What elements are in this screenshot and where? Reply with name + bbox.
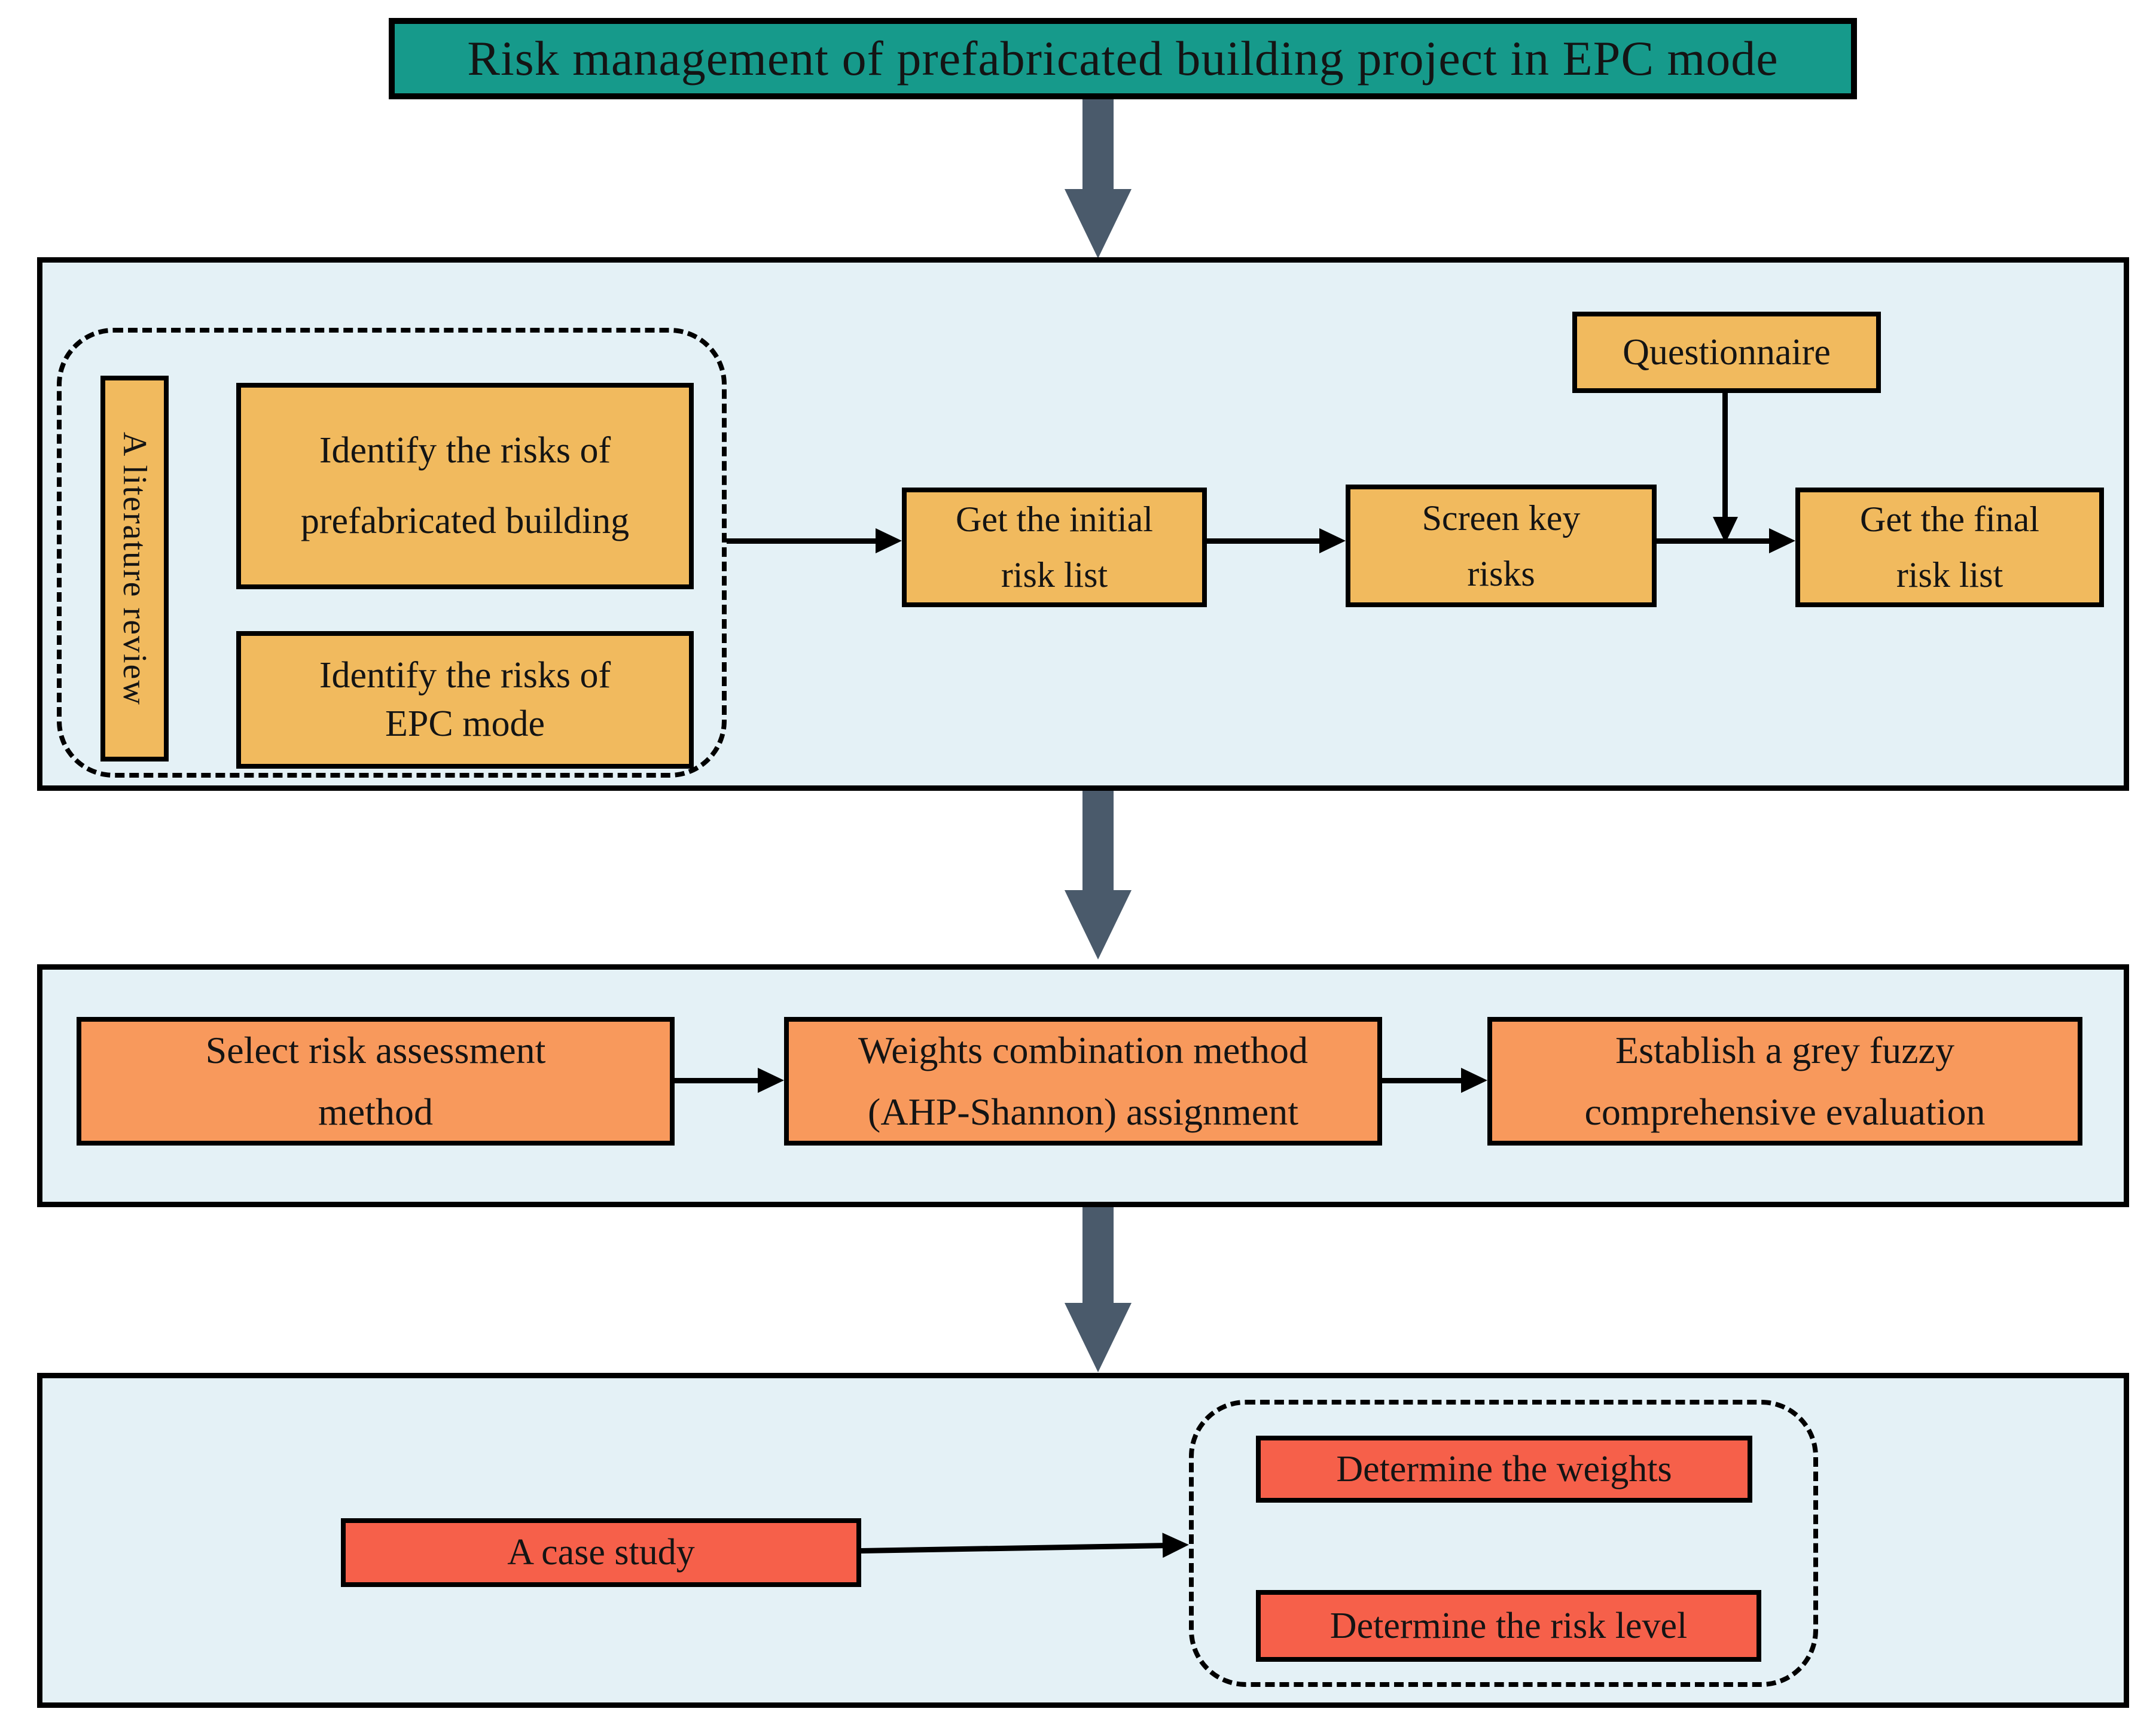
- select-method-box: Select risk assessment method: [77, 1017, 675, 1146]
- arrowhead-icon: [876, 528, 902, 553]
- identify-prefab-risks-box: Identify the risks of prefabricated buil…: [236, 383, 694, 589]
- identify-epc-line1: Identify the risks of: [319, 655, 611, 696]
- select-method-line2: method: [318, 1090, 433, 1133]
- case-study-box: A case study: [341, 1518, 861, 1587]
- determine-risk-level-box: Determine the risk level: [1256, 1590, 1761, 1662]
- block-arrow-head-icon: [1065, 1303, 1132, 1372]
- connector-line: [1382, 1078, 1465, 1083]
- grey-fuzzy-line2: comprehensive evaluation: [1584, 1090, 1986, 1133]
- connector-line: [1722, 393, 1728, 519]
- screen-key-risks-box: Screen key risks: [1346, 485, 1657, 607]
- final-risk-list-box: Get the final risk list: [1795, 488, 2104, 607]
- final-risk-line2: risk list: [1896, 555, 2003, 595]
- connector-line: [727, 538, 879, 544]
- identify-prefab-line1: Identify the risks of: [319, 430, 611, 471]
- grey-fuzzy-line1: Establish a grey fuzzy: [1615, 1029, 1954, 1072]
- results-group: [1189, 1400, 1818, 1687]
- block-arrow-stem: [1082, 1207, 1114, 1304]
- initial-risk-line2: risk list: [1001, 555, 1108, 595]
- case-study-label: A case study: [507, 1532, 695, 1573]
- connector-line: [1657, 538, 1773, 544]
- connector-line: [1207, 538, 1323, 544]
- arrowhead-icon: [1319, 528, 1346, 553]
- literature-review-label: A literature review: [116, 431, 153, 706]
- block-arrow-stem: [1082, 791, 1114, 891]
- identify-prefab-line2: prefabricated building: [300, 500, 630, 541]
- page-title: Risk management of prefabricated buildin…: [467, 31, 1779, 86]
- arrowhead-icon: [1769, 528, 1795, 553]
- block-arrow-head-icon: [1065, 890, 1132, 960]
- arrowhead-icon: [1461, 1068, 1487, 1093]
- final-risk-line1: Get the final: [1860, 499, 2039, 539]
- weights-combination-line1: Weights combination method: [858, 1029, 1309, 1072]
- arrowhead-icon: [1162, 1532, 1190, 1558]
- determine-weights-label: Determine the weights: [1336, 1448, 1672, 1490]
- questionnaire-box: Questionnaire: [1572, 312, 1881, 393]
- connector-line: [675, 1078, 761, 1083]
- block-arrow-head-icon: [1065, 189, 1132, 258]
- weights-combination-box: Weights combination method (AHP-Shannon)…: [784, 1017, 1382, 1146]
- screen-key-line2: risks: [1467, 553, 1535, 593]
- arrowhead-icon: [758, 1068, 784, 1093]
- weights-combination-line2: (AHP-Shannon) assignment: [868, 1090, 1298, 1133]
- screen-key-line1: Screen key: [1422, 498, 1581, 538]
- determine-weights-box: Determine the weights: [1256, 1436, 1752, 1503]
- grey-fuzzy-evaluation-box: Establish a grey fuzzy comprehensive eva…: [1487, 1017, 2082, 1146]
- questionnaire-label: Questionnaire: [1623, 331, 1831, 373]
- block-arrow-stem: [1082, 99, 1114, 190]
- identify-epc-risks-box: Identify the risks of EPC mode: [236, 631, 694, 769]
- title-box: Risk management of prefabricated buildin…: [389, 18, 1857, 99]
- initial-risk-line1: Get the initial: [956, 499, 1153, 539]
- initial-risk-list-box: Get the initial risk list: [902, 488, 1207, 607]
- determine-risk-level-label: Determine the risk level: [1329, 1605, 1688, 1646]
- literature-review-label-box: A literature review: [100, 376, 169, 762]
- select-method-line1: Select risk assessment: [205, 1029, 546, 1072]
- identify-epc-line2: EPC mode: [385, 703, 545, 744]
- literature-review-group: [57, 328, 727, 778]
